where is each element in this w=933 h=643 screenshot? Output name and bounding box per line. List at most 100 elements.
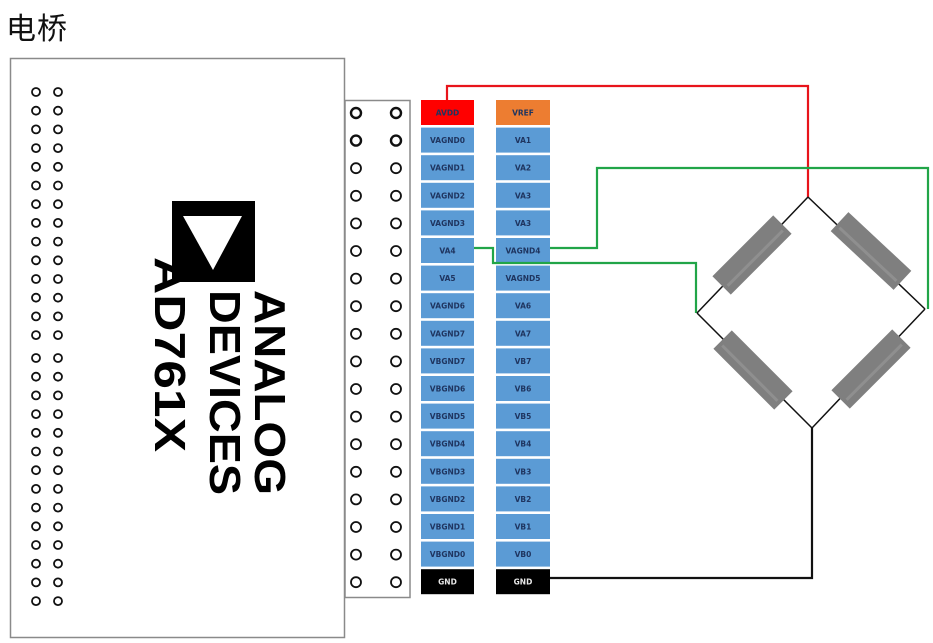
pin-block[interactable] bbox=[496, 514, 550, 539]
pin-right-vb0[interactable]: VB0 bbox=[496, 541, 550, 567]
pin-right-vb7[interactable]: VB7 bbox=[496, 348, 550, 374]
pin-left-vagnd1[interactable]: VAGND1 bbox=[421, 155, 474, 181]
header-hole bbox=[350, 383, 362, 395]
pin-block[interactable] bbox=[496, 458, 550, 484]
pin-block[interactable] bbox=[421, 238, 474, 263]
pin-right-gnd[interactable]: GND bbox=[496, 569, 550, 595]
pin-block[interactable] bbox=[496, 348, 550, 374]
resistor-bottom-left[interactable] bbox=[713, 330, 793, 410]
pin-block[interactable] bbox=[421, 403, 474, 429]
pin-block[interactable] bbox=[421, 569, 474, 595]
pin-right-vb1[interactable]: VB1 bbox=[496, 514, 550, 539]
pin-block[interactable] bbox=[496, 238, 550, 263]
pin-right-vagnd5[interactable]: VAGND5 bbox=[496, 265, 550, 291]
pin-block[interactable] bbox=[496, 320, 550, 346]
pin-block[interactable] bbox=[496, 182, 550, 208]
pin-block[interactable] bbox=[496, 127, 550, 153]
resistor-top-right[interactable] bbox=[830, 212, 912, 290]
pin-right-va1[interactable]: VA1 bbox=[496, 127, 550, 153]
pin-left-vbgnd3[interactable]: VBGND3 bbox=[421, 458, 474, 484]
pin-right-vb4[interactable]: VB4 bbox=[496, 431, 550, 457]
pin-block[interactable] bbox=[421, 486, 474, 512]
pin-left-vbgnd6[interactable]: VBGND6 bbox=[421, 376, 474, 401]
pin-left-va4[interactable]: VA4 bbox=[421, 238, 474, 263]
pin-right-va2[interactable]: VA2 bbox=[496, 155, 550, 181]
pin-block[interactable] bbox=[496, 293, 550, 319]
pin-label: VBGND4 bbox=[430, 440, 465, 449]
pin-block[interactable] bbox=[496, 569, 550, 595]
pin-block[interactable] bbox=[421, 265, 474, 291]
pin-right-vb6[interactable]: VB6 bbox=[496, 376, 550, 401]
pin-block[interactable] bbox=[421, 210, 474, 236]
pin-left-va5[interactable]: VA5 bbox=[421, 265, 474, 291]
pin-right-va6[interactable]: VA6 bbox=[496, 293, 550, 319]
header-hole bbox=[390, 548, 402, 561]
wire-gnd-to-bridge-bottom[interactable] bbox=[550, 428, 814, 580]
pin-block[interactable] bbox=[421, 155, 474, 181]
pin-right-vref[interactable]: VREF bbox=[496, 100, 550, 125]
pin-left-vagnd7[interactable]: VAGND7 bbox=[421, 320, 474, 346]
pin-right-vagnd4[interactable]: VAGND4 bbox=[496, 238, 550, 263]
board-hole bbox=[53, 409, 63, 420]
pin-right-vb5[interactable]: VB5 bbox=[496, 403, 550, 429]
pin-block[interactable] bbox=[421, 293, 474, 319]
board-hole bbox=[53, 199, 63, 210]
pin-block[interactable] bbox=[421, 458, 474, 484]
header-hole bbox=[390, 245, 402, 257]
pin-block[interactable] bbox=[496, 210, 550, 236]
pin-block[interactable] bbox=[496, 541, 550, 567]
pin-left-vagnd2[interactable]: VAGND2 bbox=[421, 182, 474, 208]
pin-block[interactable] bbox=[421, 348, 474, 374]
wire-vagnd4-to-bridge-right[interactable] bbox=[550, 166, 930, 309]
pin-left-vbgnd1[interactable]: VBGND1 bbox=[421, 514, 474, 539]
board-hole bbox=[53, 87, 63, 97]
pin-label: VB4 bbox=[515, 440, 532, 449]
pin-label: GND bbox=[514, 578, 533, 587]
board-hole bbox=[53, 217, 63, 228]
pin-label: VBGND7 bbox=[430, 357, 465, 366]
wire-avdd-to-bridge-top[interactable] bbox=[445, 84, 810, 197]
pin-block[interactable] bbox=[421, 127, 474, 153]
pin-left-vbgnd2[interactable]: VBGND2 bbox=[421, 486, 474, 512]
pin-left-vagnd6[interactable]: VAGND6 bbox=[421, 293, 474, 319]
pin-right-va3[interactable]: VA3 bbox=[496, 210, 550, 236]
pin-block[interactable] bbox=[496, 376, 550, 401]
pin-block[interactable] bbox=[421, 514, 474, 539]
pin-right-va3[interactable]: VA3 bbox=[496, 182, 550, 208]
resistor-bottom-right[interactable] bbox=[831, 329, 911, 409]
board-hole bbox=[31, 274, 41, 284]
pin-block[interactable] bbox=[421, 320, 474, 346]
pin-block[interactable] bbox=[421, 376, 474, 401]
pin-block[interactable] bbox=[421, 100, 474, 125]
resistor-top-left[interactable] bbox=[712, 215, 792, 295]
pin-left-vbgnd4[interactable]: VBGND4 bbox=[421, 431, 474, 457]
pin-left-vagnd3[interactable]: VAGND3 bbox=[421, 210, 474, 236]
pin-left-vbgnd5[interactable]: VBGND5 bbox=[421, 403, 474, 429]
pin-block[interactable] bbox=[496, 431, 550, 457]
board-hole bbox=[31, 161, 41, 172]
pin-left-vbgnd0[interactable]: VBGND0 bbox=[421, 541, 474, 567]
header-hole bbox=[350, 327, 362, 340]
pin-left-vbgnd7[interactable]: VBGND7 bbox=[421, 348, 474, 374]
pin-right-vb2[interactable]: VB2 bbox=[496, 486, 550, 512]
board-hole bbox=[31, 180, 41, 191]
pin-block[interactable] bbox=[421, 182, 474, 208]
wire-va4-to-bridge-left[interactable] bbox=[474, 246, 698, 313]
header-hole bbox=[389, 106, 403, 120]
pin-label: VA4 bbox=[439, 247, 455, 256]
pin-block[interactable] bbox=[496, 155, 550, 181]
pin-right-vb3[interactable]: VB3 bbox=[496, 458, 550, 484]
pin-left-avdd[interactable]: AVDD bbox=[421, 100, 474, 125]
pin-block[interactable] bbox=[496, 486, 550, 512]
pin-block[interactable] bbox=[421, 431, 474, 457]
pin-block[interactable] bbox=[496, 100, 550, 125]
board-hole bbox=[53, 311, 63, 322]
pin-left-gnd[interactable]: GND bbox=[421, 569, 474, 595]
pin-block[interactable] bbox=[496, 265, 550, 291]
pin-block[interactable] bbox=[496, 403, 550, 429]
header-hole bbox=[350, 355, 362, 368]
pin-right-va7[interactable]: VA7 bbox=[496, 320, 550, 346]
pin-left-vagnd0[interactable]: VAGND0 bbox=[421, 127, 474, 153]
pin-label: VAGND3 bbox=[430, 219, 465, 228]
pin-block[interactable] bbox=[421, 541, 474, 567]
